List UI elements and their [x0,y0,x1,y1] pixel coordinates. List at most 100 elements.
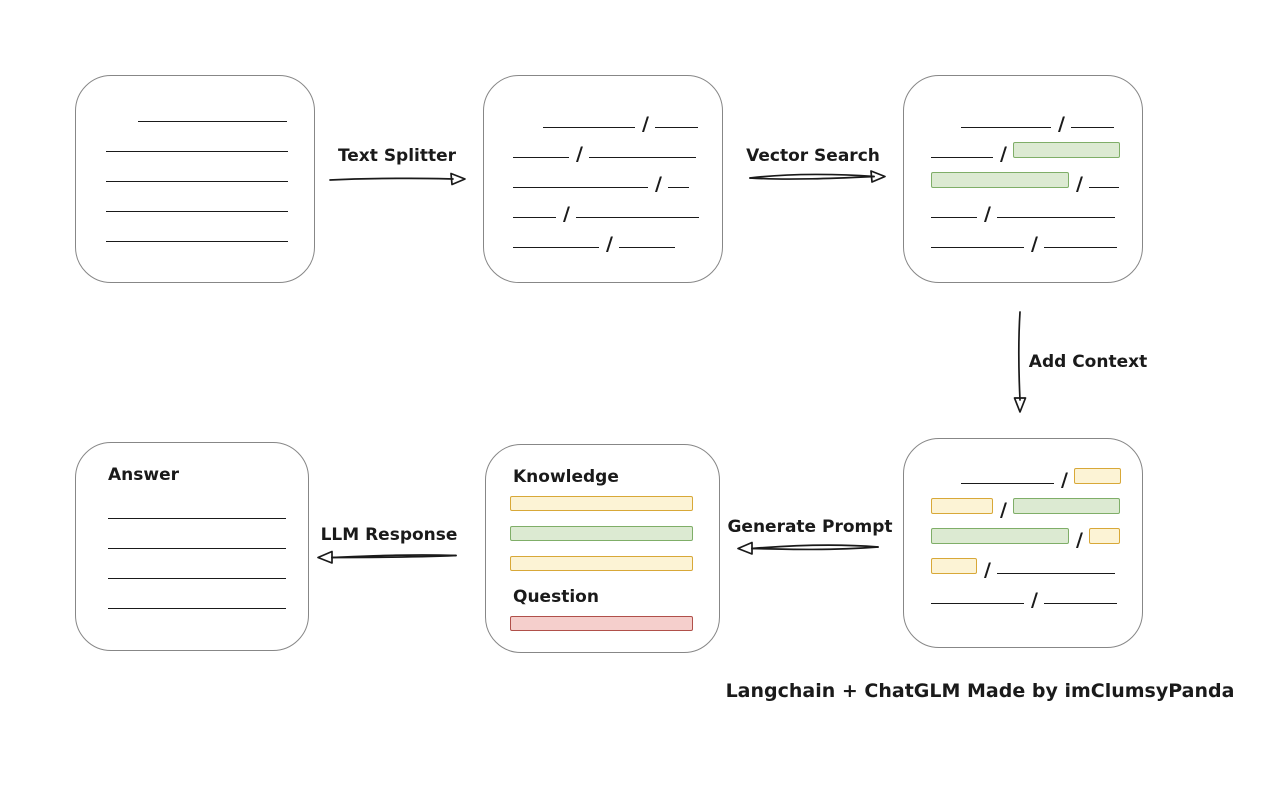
arrowhead-left-icon [737,541,753,555]
text-line [1043,603,1117,604]
chunks-lines: ///// [484,76,722,254]
slash-separator: / [655,173,662,195]
text-line [108,548,286,549]
context-node: / / / / / [903,438,1143,648]
text-row [76,212,314,242]
text-line [1088,187,1119,188]
slash-separator: / [576,143,583,165]
knowledge-label: Knowledge [513,467,619,487]
slash-separator: / [1058,113,1065,135]
text-row: / [904,158,1142,194]
context-lines: / / / / / [904,439,1142,610]
text-line [513,187,648,188]
text-line [106,211,288,212]
red-bar [510,616,693,631]
slash-separator: / [1000,499,1007,521]
text-line [106,241,288,242]
slash-separator: / [984,203,991,225]
green-chunk [931,528,1069,544]
llm-response-label: LLM Response [320,525,458,545]
text-line [931,157,993,158]
text-row: / [484,218,722,254]
generate-prompt-arrow [737,541,879,555]
text-row: / [904,544,1142,580]
text-row [76,519,308,549]
vector-search-arrow [749,170,886,183]
text-line [996,573,1115,574]
yellow-bar [510,496,693,511]
text-line [513,247,599,248]
text-row: / [904,128,1142,164]
text-row: / [904,514,1142,550]
slash-separator: / [1061,469,1068,491]
text-line [108,578,286,579]
text-line [1070,127,1114,128]
text-row: / [904,98,1142,134]
text-row: / [484,98,722,134]
slash-separator: / [1076,173,1083,195]
text-line [108,518,286,519]
text-line [1043,247,1117,248]
text-line [961,483,1054,484]
text-line [513,217,556,218]
text-row: / [484,158,722,194]
text-line [513,157,569,158]
slash-separator: / [1000,143,1007,165]
retrieved-chunks-node: / / / / / [903,75,1143,283]
text-line [931,217,977,218]
generate-prompt-label: Generate Prompt [727,517,893,537]
text-line [618,247,675,248]
text-line [961,127,1051,128]
arrowhead-left-icon [317,550,333,564]
green-chunk [931,172,1069,188]
yellow-chunk [1073,468,1121,484]
text-line [543,127,635,128]
text-row [76,549,308,579]
text-row [76,122,314,152]
text-line [931,603,1024,604]
text-row [76,152,314,182]
arrowhead-down-icon [1013,397,1027,413]
text-line [654,127,698,128]
text-splitter-arrow [329,172,466,186]
arrowhead-right-icon [450,172,466,186]
slash-separator: / [984,559,991,581]
text-row: / [484,128,722,164]
question-bars [510,616,695,631]
slash-separator: / [1076,529,1083,551]
green-chunk [1012,498,1120,514]
add-context-label: Add Context [1028,352,1148,372]
add-context-arrow [1013,311,1027,413]
text-line [108,608,286,609]
chunks-node: ///// [483,75,723,283]
prompt-content: Knowledge Question [486,445,719,631]
text-line [931,247,1024,248]
text-row: / [904,218,1142,254]
green-chunk [1012,142,1120,158]
document-lines [76,76,314,242]
answer-lines [76,489,308,609]
document-node [75,75,315,283]
slash-separator: / [1031,233,1038,255]
vector-search-label: Vector Search [746,146,880,166]
slash-separator: / [642,113,649,135]
answer-content: Answer [76,443,308,609]
yellow-chunk [931,558,977,574]
text-row [76,579,308,609]
llm-response-arrow [317,550,457,564]
text-line [138,121,287,122]
yellow-chunk [1088,528,1120,544]
slash-separator: / [1031,589,1038,611]
text-row: / [904,454,1142,490]
slash-separator: / [563,203,570,225]
prompt-node: Knowledge Question [485,444,720,653]
text-row: / [484,188,722,224]
text-row [76,92,314,122]
answer-node: Answer [75,442,309,651]
text-row [76,182,314,212]
arrowhead-right-icon [870,170,886,183]
text-row: / [904,188,1142,224]
retrieved-lines: / / / / / [904,76,1142,254]
text-line [106,181,288,182]
